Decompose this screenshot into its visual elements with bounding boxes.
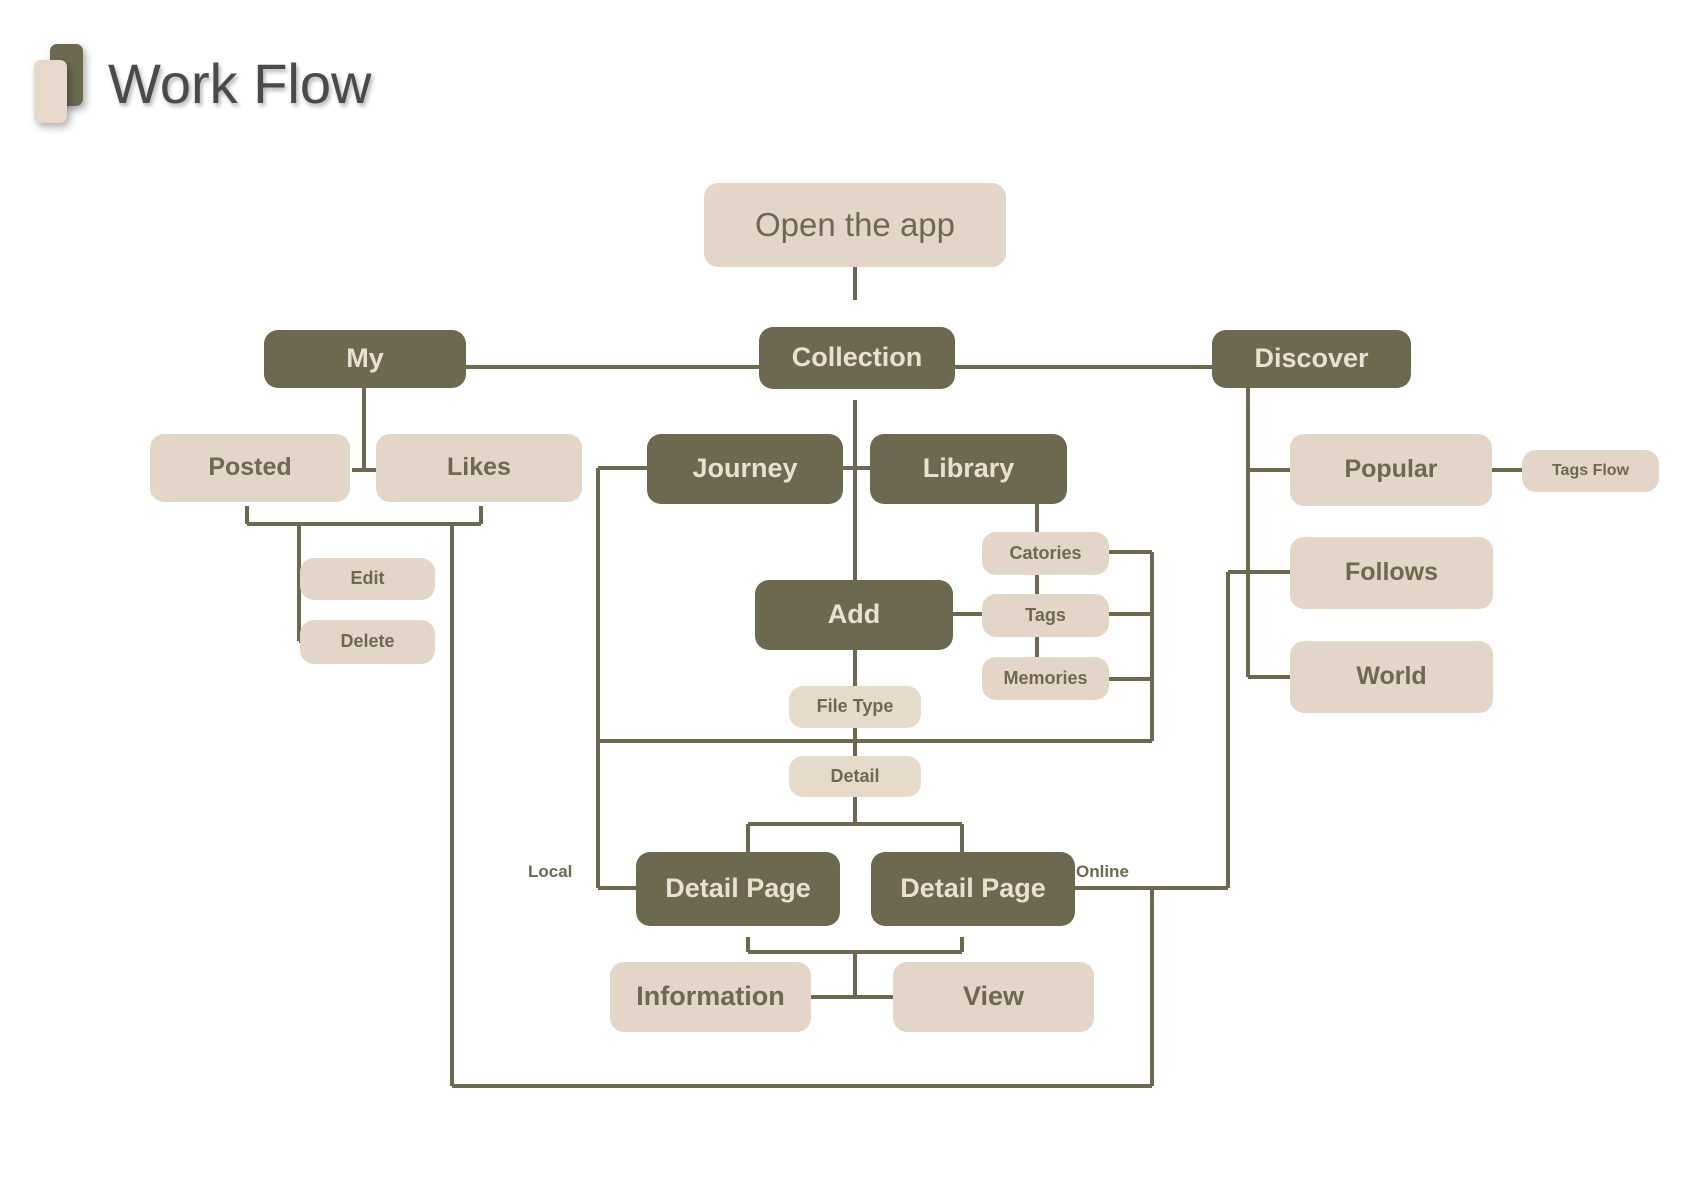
- node-open-the-app[interactable]: Open the app: [704, 183, 1006, 267]
- node-posted[interactable]: Posted: [150, 434, 350, 502]
- edge-label-local: Local: [528, 862, 573, 881]
- node-collection[interactable]: Collection: [759, 327, 955, 389]
- node-discover[interactable]: Discover: [1212, 330, 1411, 388]
- node-detail-page-local[interactable]: Detail Page: [636, 852, 840, 926]
- node-information[interactable]: Information: [610, 962, 811, 1032]
- node-journey[interactable]: Journey: [647, 434, 843, 504]
- page-header: Work Flow: [28, 38, 371, 130]
- node-catories[interactable]: Catories: [982, 532, 1109, 575]
- node-detail[interactable]: Detail: [789, 756, 921, 797]
- node-tags[interactable]: Tags: [982, 594, 1109, 637]
- node-tags-flow[interactable]: Tags Flow: [1522, 450, 1659, 492]
- node-my[interactable]: My: [264, 330, 466, 388]
- app-logo-icon: [28, 44, 86, 124]
- node-file-type[interactable]: File Type: [789, 686, 921, 728]
- node-popular[interactable]: Popular: [1290, 434, 1492, 506]
- node-view[interactable]: View: [893, 962, 1094, 1032]
- node-add[interactable]: Add: [755, 580, 953, 650]
- node-detail-page-online[interactable]: Detail Page: [871, 852, 1075, 926]
- node-world[interactable]: World: [1290, 641, 1493, 713]
- node-edit[interactable]: Edit: [300, 558, 435, 600]
- node-likes[interactable]: Likes: [376, 434, 582, 502]
- logo-front-shape: [34, 60, 67, 123]
- node-library[interactable]: Library: [870, 434, 1067, 504]
- node-follows[interactable]: Follows: [1290, 537, 1493, 609]
- node-delete[interactable]: Delete: [300, 620, 435, 664]
- page-title: Work Flow: [108, 52, 372, 115]
- edge-label-online: Online: [1076, 862, 1129, 881]
- node-memories[interactable]: Memories: [982, 657, 1109, 700]
